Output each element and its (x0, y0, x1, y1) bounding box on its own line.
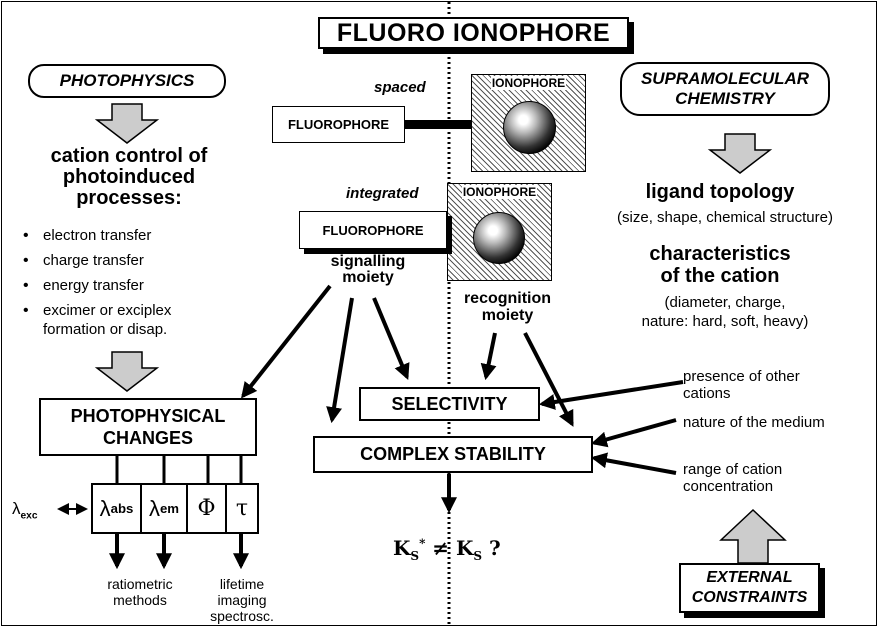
spaced-label: spaced (374, 79, 426, 96)
cation-sphere-icon (503, 101, 556, 154)
constraint-medium: nature of the medium (683, 414, 825, 431)
arrow-signalling-to-complex (326, 297, 354, 424)
block-arrow-external-up (719, 508, 787, 564)
recognition-moiety-label: recognition moiety (463, 290, 552, 324)
excitation-label: λexc (12, 499, 38, 522)
cation-characteristics-detail: (diameter, charge, nature: hard, soft, h… (641, 294, 809, 330)
quantum-yield-cell: Φ (186, 483, 227, 534)
arrow-recognition-to-selectivity (480, 332, 497, 381)
integrated-label: integrated (346, 185, 419, 202)
lifetime-cell: τ (225, 483, 259, 534)
stability-constant-equation: KS* ≠ KS ? (393, 536, 501, 563)
ionophore-integrated: IONOPHORE (447, 183, 552, 281)
arrow-medium-to-complex (590, 418, 677, 448)
block-arrow-supramolecular (707, 133, 773, 174)
arrow-signalling-to-photophysical (241, 284, 332, 399)
process-item: electron transfer (20, 226, 171, 246)
arrow-cations-to-selectivity (538, 380, 684, 410)
ionophore-spaced: IONOPHORE (471, 74, 586, 172)
signalling-moiety-label: signalling moiety (330, 253, 406, 286)
spacer-bar (404, 120, 472, 129)
page-title: FLUORO IONOPHORE (318, 17, 629, 49)
ionophore-label: IONOPHORE (461, 185, 538, 199)
process-item: energy transfer (20, 276, 171, 296)
cation-sphere-icon (473, 212, 525, 264)
photophysical-changes-box: PHOTOPHYSICAL CHANGES (39, 398, 257, 456)
block-arrow-left-lower (94, 351, 160, 392)
selectivity-box: SELECTIVITY (359, 387, 540, 421)
process-item: excimer or exciplex formation or disap. (20, 301, 171, 339)
complex-stability-box: COMPLEX STABILITY (313, 436, 593, 473)
cation-characteristics-title: characteristics of the cation (649, 243, 791, 287)
fluorophore-box-spaced: FLUOROPHORE (272, 106, 405, 143)
connector-lines (115, 455, 243, 483)
arrow-signalling-to-selectivity (372, 297, 410, 380)
constraint-other-cations: presence of other cations (683, 368, 800, 402)
ligand-topology-title: ligand topology (645, 181, 795, 203)
process-item: charge transfer (20, 251, 171, 271)
photophysics-lead: cation control of photoinduced processes… (50, 145, 208, 209)
arrow-recognition-to-complex (523, 332, 574, 427)
constraint-concentration: range of cation concentration (683, 461, 783, 495)
block-arrow-photophysics (94, 103, 160, 144)
ionophore-label: IONOPHORE (490, 76, 567, 90)
supramolecular-header: SUPRAMOLECULAR CHEMISTRY (620, 62, 830, 116)
ratiometric-label: ratiometric methods (107, 576, 173, 608)
photophysics-header: PHOTOPHYSICS (28, 64, 226, 98)
ligand-topology-detail: (size, shape, chemical structure) (617, 209, 833, 226)
external-constraints-box: EXTERNAL CONSTRAINTS (679, 563, 820, 613)
arrow-range-to-complex (590, 452, 677, 475)
process-list: electron transfer charge transfer energy… (20, 226, 171, 339)
fluorophore-box-integrated: FLUOROPHORE (299, 211, 447, 249)
lifetime-imaging-label: lifetime imaging spectrosc. (210, 576, 274, 624)
